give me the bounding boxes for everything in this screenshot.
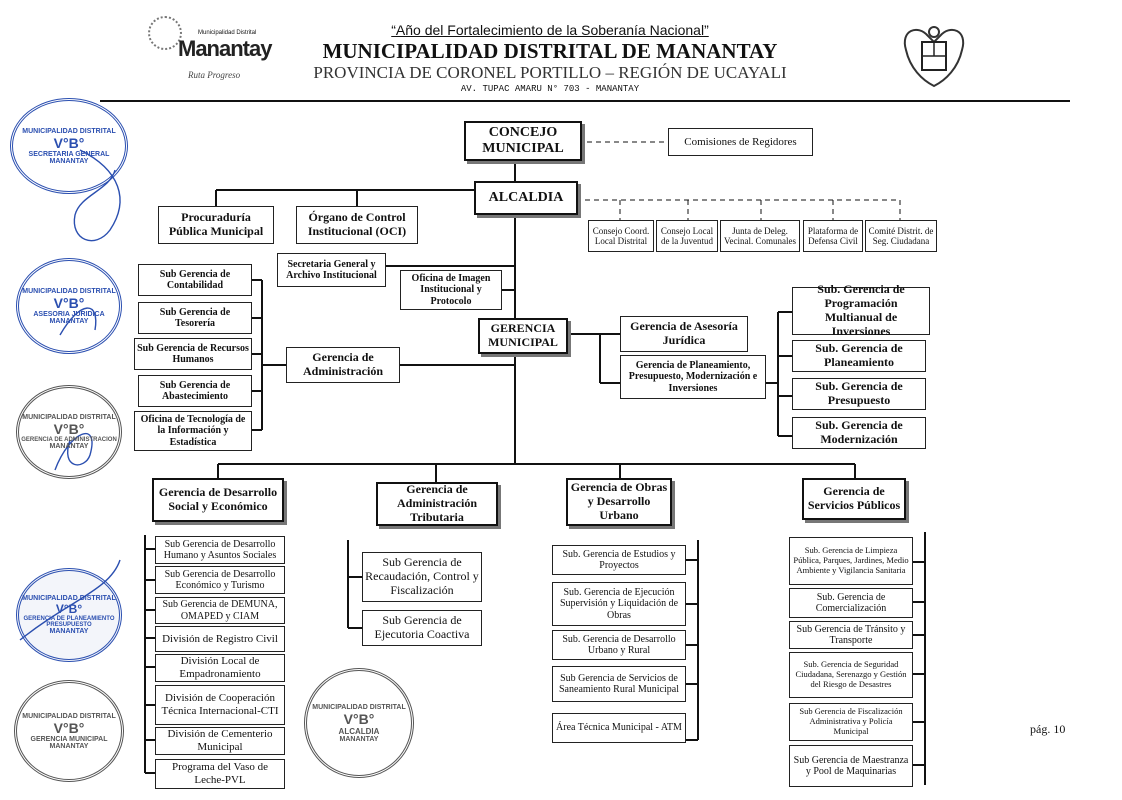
logo-script: Ruta Progreso [188, 70, 241, 80]
division-empadronamiento-box: División Local de Empadronamiento [155, 654, 285, 682]
consejo-juventud-box: Consejo Local de la Juventud [656, 220, 718, 252]
sub-comercializacion-box: Sub. Gerencia de Comercialización [789, 588, 913, 618]
plataforma-defensa-box: Plataforma de Defensa Civil [803, 220, 863, 252]
division-registro-civil-box: División de Registro Civil [155, 626, 285, 652]
secretaria-general-box: Secretaria General y Archivo Institucion… [277, 253, 386, 287]
planeamiento-box: Gerencia de Planeamiento, Presupuesto, M… [620, 355, 766, 399]
sub-maestranza-box: Sub Gerencia de Maestranza y Pool de Maq… [789, 745, 913, 787]
sub-planeamiento-box: Sub. Gerencia de Planeamiento [792, 340, 926, 372]
page-subtitle: PROVINCIA DE CORONEL PORTILLO – REGIÓN D… [313, 63, 787, 82]
division-cooperacion-box: División de Cooperación Técnica Internac… [155, 685, 285, 725]
consejo-coord-box: Consejo Coord. Local Distrital [588, 220, 654, 252]
logo-text: Manantay [178, 36, 272, 61]
sub-tesoreria-box: Sub Gerencia de Tesorería [138, 302, 252, 334]
concejo-municipal-box: CONCEJO MUNICIPAL [464, 121, 582, 161]
header-address: AV. TUPAC AMARU N° 703 - MANANTAY [460, 84, 640, 94]
procuraduria-box: Procuraduría Pública Municipal [158, 206, 274, 244]
sub-ejecucion-obras-box: Sub. Gerencia de Ejecución Supervisión y… [552, 582, 686, 626]
alcaldia-box: ALCALDIA [474, 181, 578, 215]
comisiones-regidores-box: Comisiones de Regidores [668, 128, 813, 156]
programa-vaso-leche-box: Programa del Vaso de Leche-PVL [155, 759, 285, 789]
gerencia-administracion-box: Gerencia de Administración [286, 347, 400, 383]
sub-ejecutoria-coactiva-box: Sub Gerencia de Ejecutoria Coactiva [362, 610, 482, 646]
sub-desarrollo-economico-box: Sub Gerencia de Desarrollo Económico y T… [155, 566, 285, 594]
sub-fiscalizacion-box: Sub Gerencia de Fiscalización Administra… [789, 703, 913, 741]
oci-box: Órgano de Control Institucional (OCI) [296, 206, 418, 244]
comite-seguridad-box: Comité Distrit. de Seg. Ciudadana [865, 220, 937, 252]
sub-presupuesto-box: Sub. Gerencia de Presupuesto [792, 378, 926, 410]
junta-delegados-box: Junta de Deleg. Vecinal. Comunales [720, 220, 800, 252]
page-title: MUNICIPALIDAD DISTRITAL DE MANANTAY [322, 39, 778, 63]
sub-demuna-box: Sub Gerencia de DEMUNA, OMAPED y CIAM [155, 597, 285, 624]
page-number: pág. 10 [1030, 722, 1066, 736]
sub-desarrollo-urbano-box: Sub. Gerencia de Desarrollo Urbano y Rur… [552, 630, 686, 660]
sub-seguridad-ciudadana-box: Sub. Gerencia de Seguridad Ciudadana, Se… [789, 652, 913, 698]
logo-small-text: Municipalidad Distrital [198, 30, 257, 36]
gerencia-desarrollo-social-box: Gerencia de Desarrollo Social y Económic… [152, 478, 284, 522]
imagen-institucional-box: Oficina de Imagen Institucional y Protoc… [400, 270, 502, 310]
sub-programacion-multianual-box: Sub. Gerencia de Programación Multianual… [792, 283, 930, 338]
sub-recaudacion-box: Sub Gerencia de Recaudación, Control y F… [362, 552, 482, 602]
asesoria-juridica-box: Gerencia de Asesoría Jurídica [620, 316, 748, 352]
area-tecnica-municipal-box: Área Técnica Municipal - ATM [552, 713, 686, 743]
sub-saneamiento-rural-box: Sub Gerencia de Servicios de Saneamiento… [552, 666, 686, 702]
gerencia-servicios-box: Gerencia de Servicios Públicos [802, 478, 906, 520]
sub-modernizacion-box: Sub. Gerencia de Modernización [792, 417, 926, 449]
sub-transito-transporte-box: Sub Gerencia de Tránsito y Transporte [789, 621, 913, 649]
sub-limpieza-publica-box: Sub. Gerencia de Limpieza Pública, Parqu… [789, 537, 913, 585]
logo-manantay: Municipalidad Distrital Manantay Ruta Pr… [148, 16, 272, 98]
peru-coat-of-arms-icon [898, 20, 970, 92]
gerencia-municipal-box: GERENCIA MUNICIPAL [478, 318, 568, 354]
division-cementerio-box: División de Cementerio Municipal [155, 727, 285, 755]
sub-desarrollo-humano-box: Sub Gerencia de Desarrollo Humano y Asun… [155, 536, 285, 564]
sub-contabilidad-box: Sub Gerencia de Contabilidad [138, 264, 252, 296]
sub-estudios-proyectos-box: Sub. Gerencia de Estudios y Proyectos [552, 545, 686, 575]
oficina-tecnologia-box: Oficina de Tecnología de la Información … [134, 411, 252, 451]
sub-abastecimiento-box: Sub Gerencia de Abastecimiento [138, 375, 252, 407]
sun-icon [148, 16, 182, 50]
header-motto: “Año del Fortalecimiento de la Soberanía… [391, 22, 709, 38]
gerencia-tributaria-box: Gerencia de Administración Tributaria [376, 482, 498, 526]
sub-recursos-humanos-box: Sub Gerencia de Recursos Humanos [134, 338, 252, 370]
gerencia-obras-box: Gerencia de Obras y Desarrollo Urbano [566, 478, 672, 526]
